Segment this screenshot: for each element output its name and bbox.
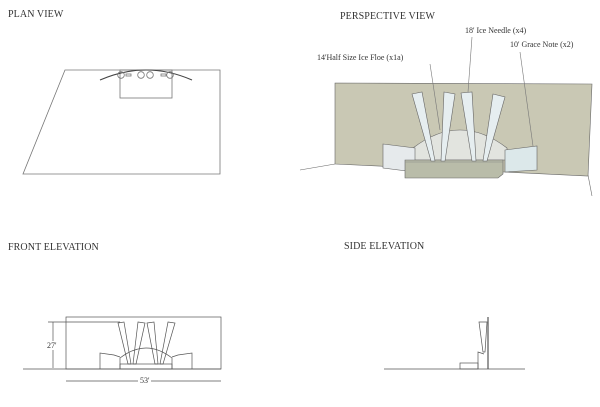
callout-ice-floe: 14'Half Size Ice Floe (x1a)	[317, 53, 404, 62]
side-elevation-title: SIDE ELEVATION	[344, 241, 425, 252]
front-elevation-drawing	[23, 316, 222, 382]
perspective-view-title: PERSPECTIVE VIEW	[340, 11, 436, 22]
height-dimension: 27'	[47, 341, 57, 350]
plan-view-title: PLAN VIEW	[8, 9, 64, 20]
side-elevation-drawing	[384, 317, 525, 370]
width-dimension: 53'	[138, 376, 152, 385]
plan-view-drawing	[22, 69, 221, 175]
perspective-view-drawing	[299, 36, 593, 197]
callout-ice-needle: 18' Ice Needle (x4)	[465, 26, 527, 35]
callout-grace-note: 10' Grace Note (x2)	[510, 40, 574, 49]
front-elevation-title: FRONT ELEVATION	[8, 242, 99, 253]
